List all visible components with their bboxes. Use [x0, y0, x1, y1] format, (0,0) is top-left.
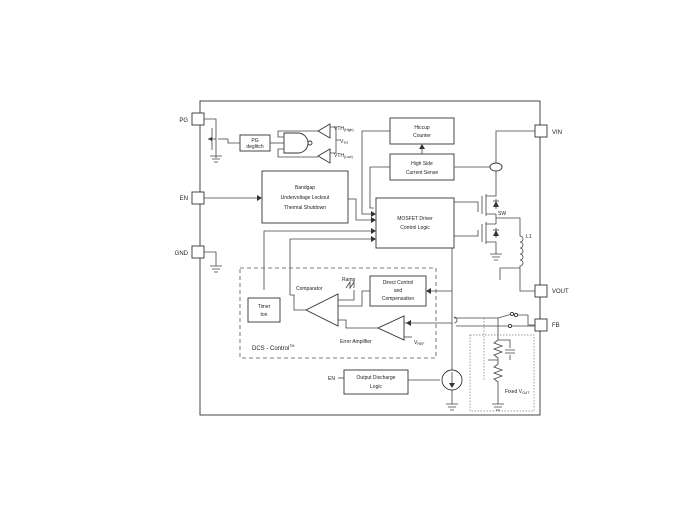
svg-text:DCS - ControlTM: DCS - ControlTM [252, 344, 294, 352]
svg-text:Hiccup: Hiccup [414, 125, 430, 131]
hiccup-counter-block: Hiccup Counter [389, 117, 455, 145]
svg-text:GND: GND [175, 251, 189, 257]
svg-text:Undervoltage Lockout: Undervoltage Lockout [281, 195, 330, 201]
pin-vin: VIN [534, 124, 562, 138]
svg-text:EN: EN [180, 196, 188, 202]
svg-text:Counter: Counter [413, 133, 431, 139]
pin-gnd: GND [175, 245, 205, 259]
and-gate [283, 132, 309, 154]
svg-text:ton: ton [261, 312, 268, 318]
svg-text:MOSFET Driver: MOSFET Driver [397, 216, 433, 222]
svg-text:Ramp: Ramp [342, 277, 356, 283]
comparator [304, 293, 339, 327]
svg-text:Error Amplifier: Error Amplifier [340, 339, 372, 345]
svg-text:VIN: VIN [552, 130, 562, 136]
inductor-l1: L1 [519, 228, 535, 292]
svg-text:VOUT: VOUT [552, 289, 569, 295]
mosfet-driver-block: MOSFET Driver Control Logic [375, 197, 455, 249]
svg-text:SW: SW [498, 211, 506, 217]
svg-text:High Side: High Side [411, 161, 433, 167]
current-sense-ring [489, 162, 503, 172]
pg-transistor [204, 118, 228, 163]
pg-deglitch-block: PG deglitch [239, 134, 271, 152]
svg-text:VREF: VREF [414, 340, 424, 346]
pg-comparator-low [317, 148, 331, 164]
svg-text:VTH: VTH [340, 139, 348, 145]
svg-text:VTH(Low): VTH(Low) [334, 153, 353, 159]
bandgap-uvlo-tsd-block: Bandgap Undervoltage Lockout Thermal Shu… [261, 170, 349, 224]
svg-text:Fixed VOUT: Fixed VOUT [505, 389, 530, 395]
pin-vout: VOUT [534, 284, 569, 298]
ic-outline [199, 100, 541, 416]
svg-text:and: and [394, 288, 403, 294]
svg-text:Output Discharge: Output Discharge [357, 375, 396, 381]
svg-text:Control Logic: Control Logic [400, 225, 430, 231]
high-side-current-sense-block: High Side Current Sense [389, 153, 455, 181]
svg-text:Logic: Logic [370, 384, 382, 390]
svg-text:Timer: Timer [258, 304, 271, 310]
error-amplifier [376, 315, 405, 341]
pin-en: EN [180, 191, 205, 205]
svg-text:PG: PG [251, 138, 258, 144]
svg-text:Comparator: Comparator [296, 286, 323, 292]
svg-text:Compensation: Compensation [382, 296, 414, 302]
svg-text:FB: FB [552, 323, 560, 329]
pin-pg: PG [179, 112, 205, 126]
svg-text:EN: EN [328, 376, 335, 382]
resistor-divider [488, 318, 515, 411]
svg-text:deglitch: deglitch [246, 144, 263, 150]
svg-text:L1: L1 [526, 234, 532, 240]
low-side-mosfet [454, 222, 502, 261]
current-sink [441, 369, 463, 391]
svg-text:Bandgap: Bandgap [295, 185, 315, 191]
dcs-control-region [239, 267, 437, 359]
svg-text:Current Sense: Current Sense [406, 170, 438, 176]
svg-text:PG: PG [179, 118, 188, 124]
direct-control-compensation-block: Direct Control and Compensation [369, 275, 427, 307]
svg-text:Direct Control: Direct Control [383, 280, 414, 286]
timer-ton-block: Timer ton [247, 297, 281, 323]
pin-fb: FB [534, 318, 560, 332]
pg-comparator-high [317, 123, 331, 139]
fixed-vout-region [469, 334, 535, 412]
svg-text:Thermal Shutdown: Thermal Shutdown [284, 205, 326, 211]
svg-text:VTH(High): VTH(High) [334, 126, 354, 132]
output-discharge-logic-block: Output Discharge Logic [343, 369, 409, 395]
